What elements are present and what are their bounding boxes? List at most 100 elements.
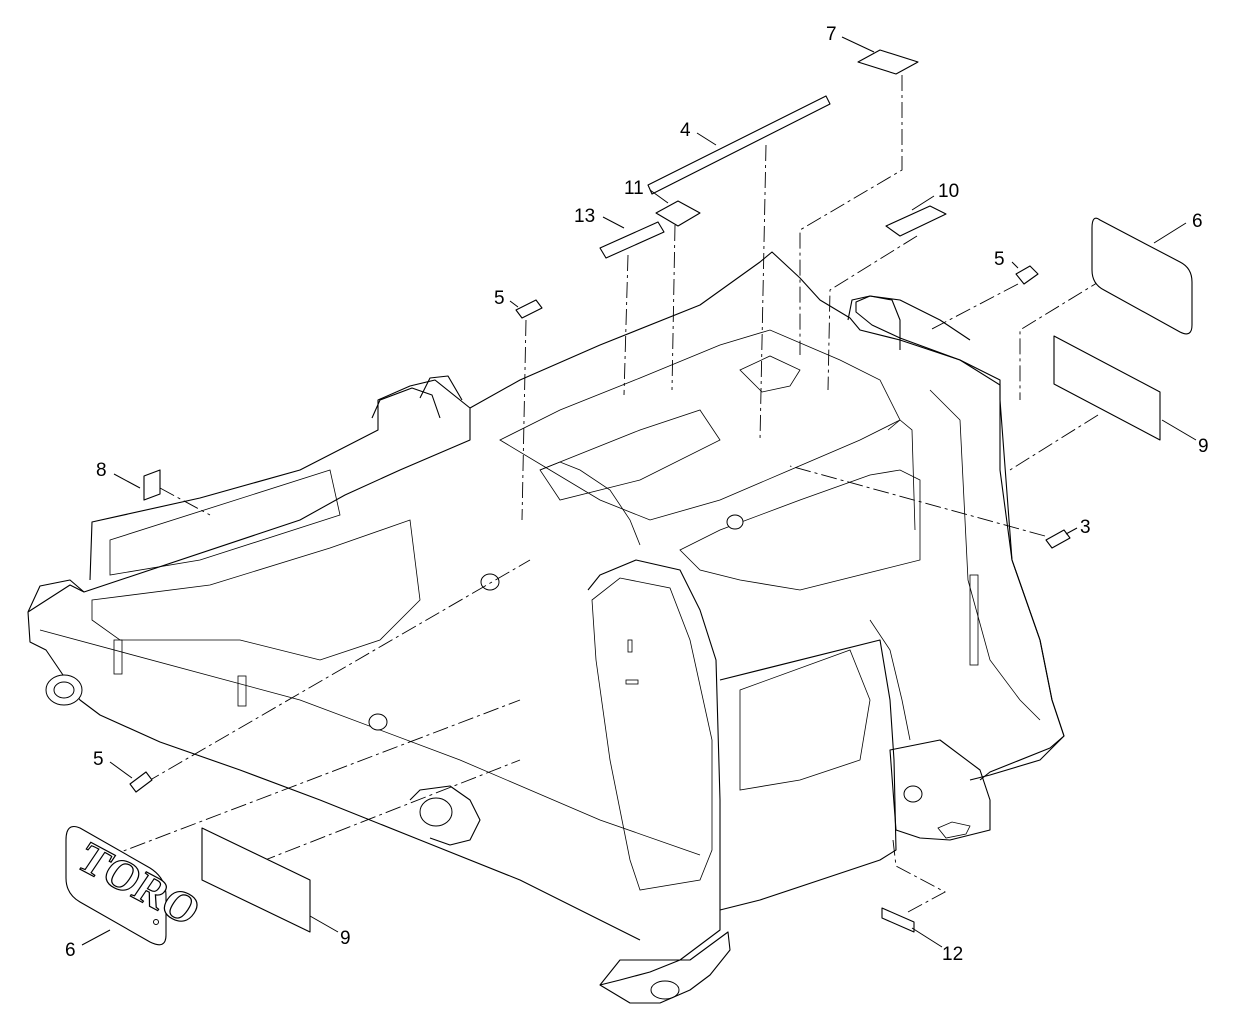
phantom-8 [159,487,211,516]
pin-left-2 [237,675,247,707]
seat-recess [739,355,801,393]
callout-7: 7 [826,24,837,45]
panel-slot-1 [627,639,633,653]
console-bore [726,514,744,530]
callout-13: 13 [574,206,595,227]
decal-3 [1045,529,1071,549]
right-side-tower [855,295,1065,781]
phantom-7 [799,75,903,355]
phantom-11 [671,224,676,391]
phantom-5c [144,559,531,784]
right-bracket-bore [903,785,923,803]
left-arm-lower-boss [419,797,453,827]
callout-8: 8 [96,460,107,481]
decal-5a [515,299,543,319]
decal-6a [1091,217,1193,335]
tower-ridge [869,619,911,741]
leader-6a [1153,222,1187,244]
left-arm-bottom [409,785,481,846]
leader-8 [113,473,141,489]
callout-3: 3 [1080,517,1091,538]
decal-11 [655,200,701,227]
left-handle-bar [539,461,641,546]
decal-6b-logo: TORO [65,825,210,946]
decal-7 [857,49,919,75]
bottom-lug [599,931,731,1004]
central-top-deck [499,329,901,521]
right-rear-handle [847,295,901,350]
leader-5b [1011,261,1019,269]
right-tower-inner [929,389,1041,721]
center-boss [480,573,500,591]
callout-12: 12 [942,944,963,965]
mount-front-left [27,579,85,613]
decal-4 [647,95,831,195]
pin-left-1 [113,639,123,675]
phantom-10 [827,235,918,391]
tower-slot [969,574,979,666]
leader-10 [911,195,935,211]
mount-rear-left [371,387,441,419]
decal-12 [881,907,915,933]
leader-5c [109,761,133,779]
callout-6b: 6 [65,940,76,961]
placement-lines [104,75,1106,913]
phantom-9a [1009,414,1099,471]
left-lift-arm [27,379,641,941]
callouts: 7 4 11 13 10 6 5 5 9 8 3 5 6 9 12 [65,24,1209,965]
left-arm-upper-boss [368,713,388,731]
leader-9b [309,915,339,933]
right-lower-bracket [889,739,991,841]
decal-5c [129,771,153,793]
callout-6a: 6 [1192,211,1203,232]
panel-slot-2 [625,679,639,685]
bottom-pivot [650,980,680,1000]
leader-4 [696,132,717,146]
machine-frame [27,251,1065,1004]
console-plate [679,469,921,591]
callout-5a: 5 [494,288,505,309]
left-arm-plate [109,469,341,576]
callout-5b: 5 [994,249,1005,270]
decal-13 [599,221,665,259]
phantom-12 [892,839,946,913]
central-cross-member [539,409,721,501]
logo-plate [65,825,167,946]
logo-registered-mark [153,919,159,925]
decal-5b [1015,265,1039,285]
callout-11: 11 [624,178,644,199]
callout-10: 10 [938,181,959,202]
decal-10 [885,205,947,237]
left-pivot-bore [53,681,75,699]
phantom-9b [259,759,521,863]
decal-8 [143,469,161,501]
phantom-6b [104,699,521,859]
decal-9b [201,827,311,933]
right-bracket-slot [937,821,971,839]
front-panel [587,559,721,986]
leader-6b [81,929,111,946]
lower-housing [719,639,897,911]
callout-9a: 9 [1198,436,1209,457]
leader-12 [911,927,943,948]
callout-5c: 5 [93,749,104,770]
callout-4: 4 [680,120,691,141]
leader-13 [602,216,625,229]
right-handle-bar [887,419,916,531]
phantom-3 [789,465,1046,537]
leader-5a [509,300,519,308]
phantom-6a [1019,277,1106,400]
leader-7 [841,36,875,53]
leader-9a [1161,419,1197,441]
decal-9a [1053,335,1161,441]
left-arm-floor [91,519,421,661]
callout-9b: 9 [340,928,351,949]
phantom-5b [929,283,1019,331]
phantom-5a [521,319,527,521]
lower-housing-drum [739,649,871,791]
phantom-13 [623,254,629,396]
front-panel-window [591,577,713,891]
leader-11 [649,189,669,204]
mount-rear-left-2 [419,375,463,401]
